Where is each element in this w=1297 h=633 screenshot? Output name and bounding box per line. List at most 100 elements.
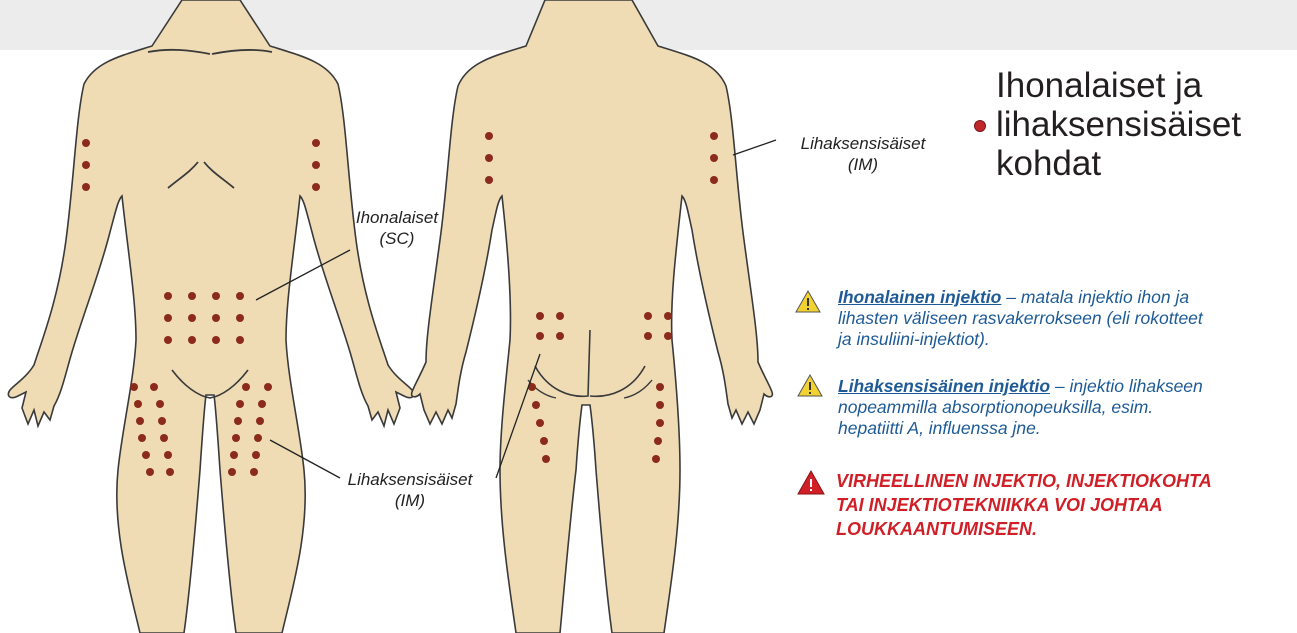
injection-site-dot bbox=[532, 401, 540, 409]
injection-site-dot bbox=[228, 468, 236, 476]
note-subcutaneous-line-2: lihasten väliseen rasvakerrokseen (eli r… bbox=[838, 308, 1293, 329]
title-line-1: Ihonalaiset ja bbox=[996, 66, 1286, 105]
injection-site-dot bbox=[242, 383, 250, 391]
injection-site-dot bbox=[556, 312, 564, 320]
injection-site-dot bbox=[236, 400, 244, 408]
injection-site-dot bbox=[134, 400, 142, 408]
injection-site-dot bbox=[710, 132, 718, 140]
injection-site-dot bbox=[252, 451, 260, 459]
page-title: Ihonalaiset ja lihaksensisäiset kohdat bbox=[996, 66, 1286, 183]
injection-site-dot bbox=[250, 468, 258, 476]
danger-line-2: TAI INJEKTIOTEKNIIKKA VOI JOHTAA bbox=[836, 493, 1296, 517]
injection-site-dot bbox=[150, 383, 158, 391]
note-intramuscular-line-3: hepatiitti A, influenssa jne. bbox=[838, 418, 1293, 439]
injection-site-dot bbox=[258, 400, 266, 408]
injection-site-dot bbox=[160, 434, 168, 442]
injection-site-dot bbox=[166, 468, 174, 476]
injection-site-dot bbox=[146, 468, 154, 476]
im-label-back-text: Lihaksensisäiset bbox=[778, 133, 948, 154]
injection-site-dot bbox=[136, 417, 144, 425]
note-intramuscular-line-1: – injektio lihakseen bbox=[1050, 376, 1203, 396]
injection-site-dot bbox=[232, 434, 240, 442]
injection-site-dot bbox=[536, 419, 544, 427]
injection-site-dot bbox=[82, 139, 90, 147]
injection-site-dot bbox=[256, 417, 264, 425]
injection-site-dot bbox=[710, 154, 718, 162]
injection-site-dot bbox=[212, 292, 220, 300]
injection-site-dot bbox=[656, 401, 664, 409]
injection-site-dot bbox=[236, 336, 244, 344]
injection-site-dot bbox=[254, 434, 262, 442]
front-body-outline bbox=[8, 0, 413, 633]
note-intramuscular-heading: Lihaksensisäinen injektio bbox=[838, 376, 1050, 396]
injection-site-dot bbox=[130, 383, 138, 391]
title-line-2: lihaksensisäiset bbox=[996, 105, 1286, 144]
injection-site-dot bbox=[82, 161, 90, 169]
injection-site-dot bbox=[156, 400, 164, 408]
back-body-figure bbox=[412, 0, 773, 633]
injection-site-dot bbox=[664, 312, 672, 320]
title-line-3: kohdat bbox=[996, 144, 1286, 183]
injection-site-dot bbox=[82, 183, 90, 191]
injection-site-dot bbox=[158, 417, 166, 425]
injection-site-dot bbox=[656, 383, 664, 391]
danger-triangle-icon bbox=[797, 470, 825, 495]
injection-site-dot bbox=[230, 451, 238, 459]
injection-site-dot bbox=[664, 332, 672, 340]
im-label-front-abbr: (IM) bbox=[325, 490, 495, 511]
injection-site-dot bbox=[164, 336, 172, 344]
injection-site-dot bbox=[652, 455, 660, 463]
note-subcutaneous: Ihonalainen injektio – matala injektio i… bbox=[838, 287, 1293, 350]
injection-site-dot bbox=[644, 312, 652, 320]
injection-site-dot bbox=[188, 292, 196, 300]
sc-label-abbr: (SC) bbox=[342, 228, 452, 249]
injection-site-dot bbox=[236, 314, 244, 322]
injection-site-dot bbox=[485, 154, 493, 162]
injection-site-dot bbox=[188, 336, 196, 344]
injection-site-dot bbox=[312, 183, 320, 191]
injection-site-dot bbox=[312, 139, 320, 147]
sc-label-text: Ihonalaiset bbox=[342, 207, 452, 228]
injection-site-dot bbox=[234, 417, 242, 425]
injection-site-dot bbox=[188, 314, 196, 322]
injection-site-dot bbox=[164, 314, 172, 322]
injection-site-dot bbox=[236, 292, 244, 300]
front-body-figure bbox=[8, 0, 413, 633]
injection-site-dot bbox=[656, 419, 664, 427]
danger-line-3: LOUKKAANTUMISEEN. bbox=[836, 517, 1296, 541]
note-intramuscular-line-2: nopeammilla absorptionopeuksilla, esim. bbox=[838, 397, 1293, 418]
caution-triangle-icon bbox=[795, 290, 821, 313]
injection-site-dot bbox=[536, 312, 544, 320]
im-label-front-text: Lihaksensisäiset bbox=[325, 469, 495, 490]
injection-site-dot bbox=[540, 437, 548, 445]
injection-site-dot bbox=[212, 336, 220, 344]
injection-site-dot bbox=[710, 176, 718, 184]
injection-site-dot bbox=[164, 451, 172, 459]
injection-site-dot bbox=[485, 176, 493, 184]
im-label-back: Lihaksensisäiset (IM) bbox=[778, 133, 948, 175]
injection-site-dot bbox=[312, 161, 320, 169]
im-label-front: Lihaksensisäiset (IM) bbox=[325, 469, 495, 511]
note-intramuscular: Lihaksensisäinen injektio – injektio lih… bbox=[838, 376, 1293, 439]
danger-warning: VIRHEELLINEN INJEKTIO, INJEKTIOKOHTA TAI… bbox=[836, 469, 1296, 541]
injection-site-dot bbox=[644, 332, 652, 340]
injection-site-dot bbox=[264, 383, 272, 391]
injection-site-dot bbox=[142, 451, 150, 459]
injection-site-dot bbox=[556, 332, 564, 340]
danger-line-1: VIRHEELLINEN INJEKTIO, INJEKTIOKOHTA bbox=[836, 469, 1296, 493]
injection-site-dot bbox=[536, 332, 544, 340]
injection-site-dot bbox=[542, 455, 550, 463]
injection-site-dot bbox=[485, 132, 493, 140]
note-subcutaneous-heading: Ihonalainen injektio bbox=[838, 287, 1001, 307]
injection-site-dot bbox=[654, 437, 662, 445]
caution-triangle-icon bbox=[797, 374, 823, 397]
note-subcutaneous-line-3: ja insuliini-injektiot). bbox=[838, 329, 1293, 350]
note-subcutaneous-line-1: – matala injektio ihon ja bbox=[1001, 287, 1189, 307]
injection-site-dot bbox=[138, 434, 146, 442]
injection-site-dot bbox=[164, 292, 172, 300]
sc-label: Ihonalaiset (SC) bbox=[342, 207, 452, 249]
back-body-outline bbox=[412, 0, 773, 633]
title-bullet-icon bbox=[974, 120, 986, 132]
im-label-back-abbr: (IM) bbox=[778, 154, 948, 175]
injection-site-dot bbox=[212, 314, 220, 322]
